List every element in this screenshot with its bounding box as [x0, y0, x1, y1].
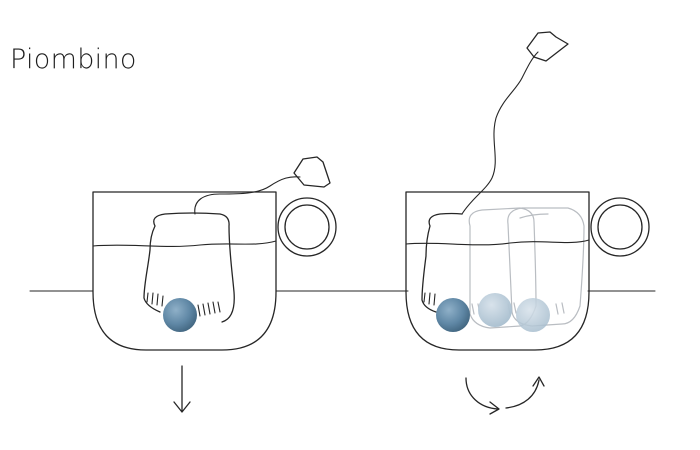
diagram-title: Piombino — [10, 44, 137, 75]
left-tea-tag — [293, 156, 331, 188]
right-cup — [405, 31, 650, 351]
right-tea-bag — [421, 212, 463, 313]
right-water-line — [405, 239, 590, 246]
left-water-line — [92, 240, 277, 247]
right-cup-body — [405, 191, 590, 351]
right-weight-ball — [436, 298, 470, 332]
left-tea-bag — [143, 212, 235, 323]
right-tea-string — [461, 51, 539, 215]
left-bag-fringe — [146, 292, 221, 317]
left-cup-handle — [277, 197, 337, 257]
left-tea-string — [194, 176, 301, 215]
left-weight-ball — [163, 298, 197, 332]
right-weight-ball-faded-1 — [478, 293, 512, 327]
left-cup-body — [92, 191, 277, 351]
right-tea-tag — [526, 31, 569, 62]
right-cup-handle — [590, 197, 650, 257]
arrow-down-icon — [173, 365, 191, 413]
left-cup — [92, 156, 337, 351]
swirl-arrows-icon — [465, 376, 545, 415]
right-weight-ball-faded-2 — [516, 298, 550, 332]
